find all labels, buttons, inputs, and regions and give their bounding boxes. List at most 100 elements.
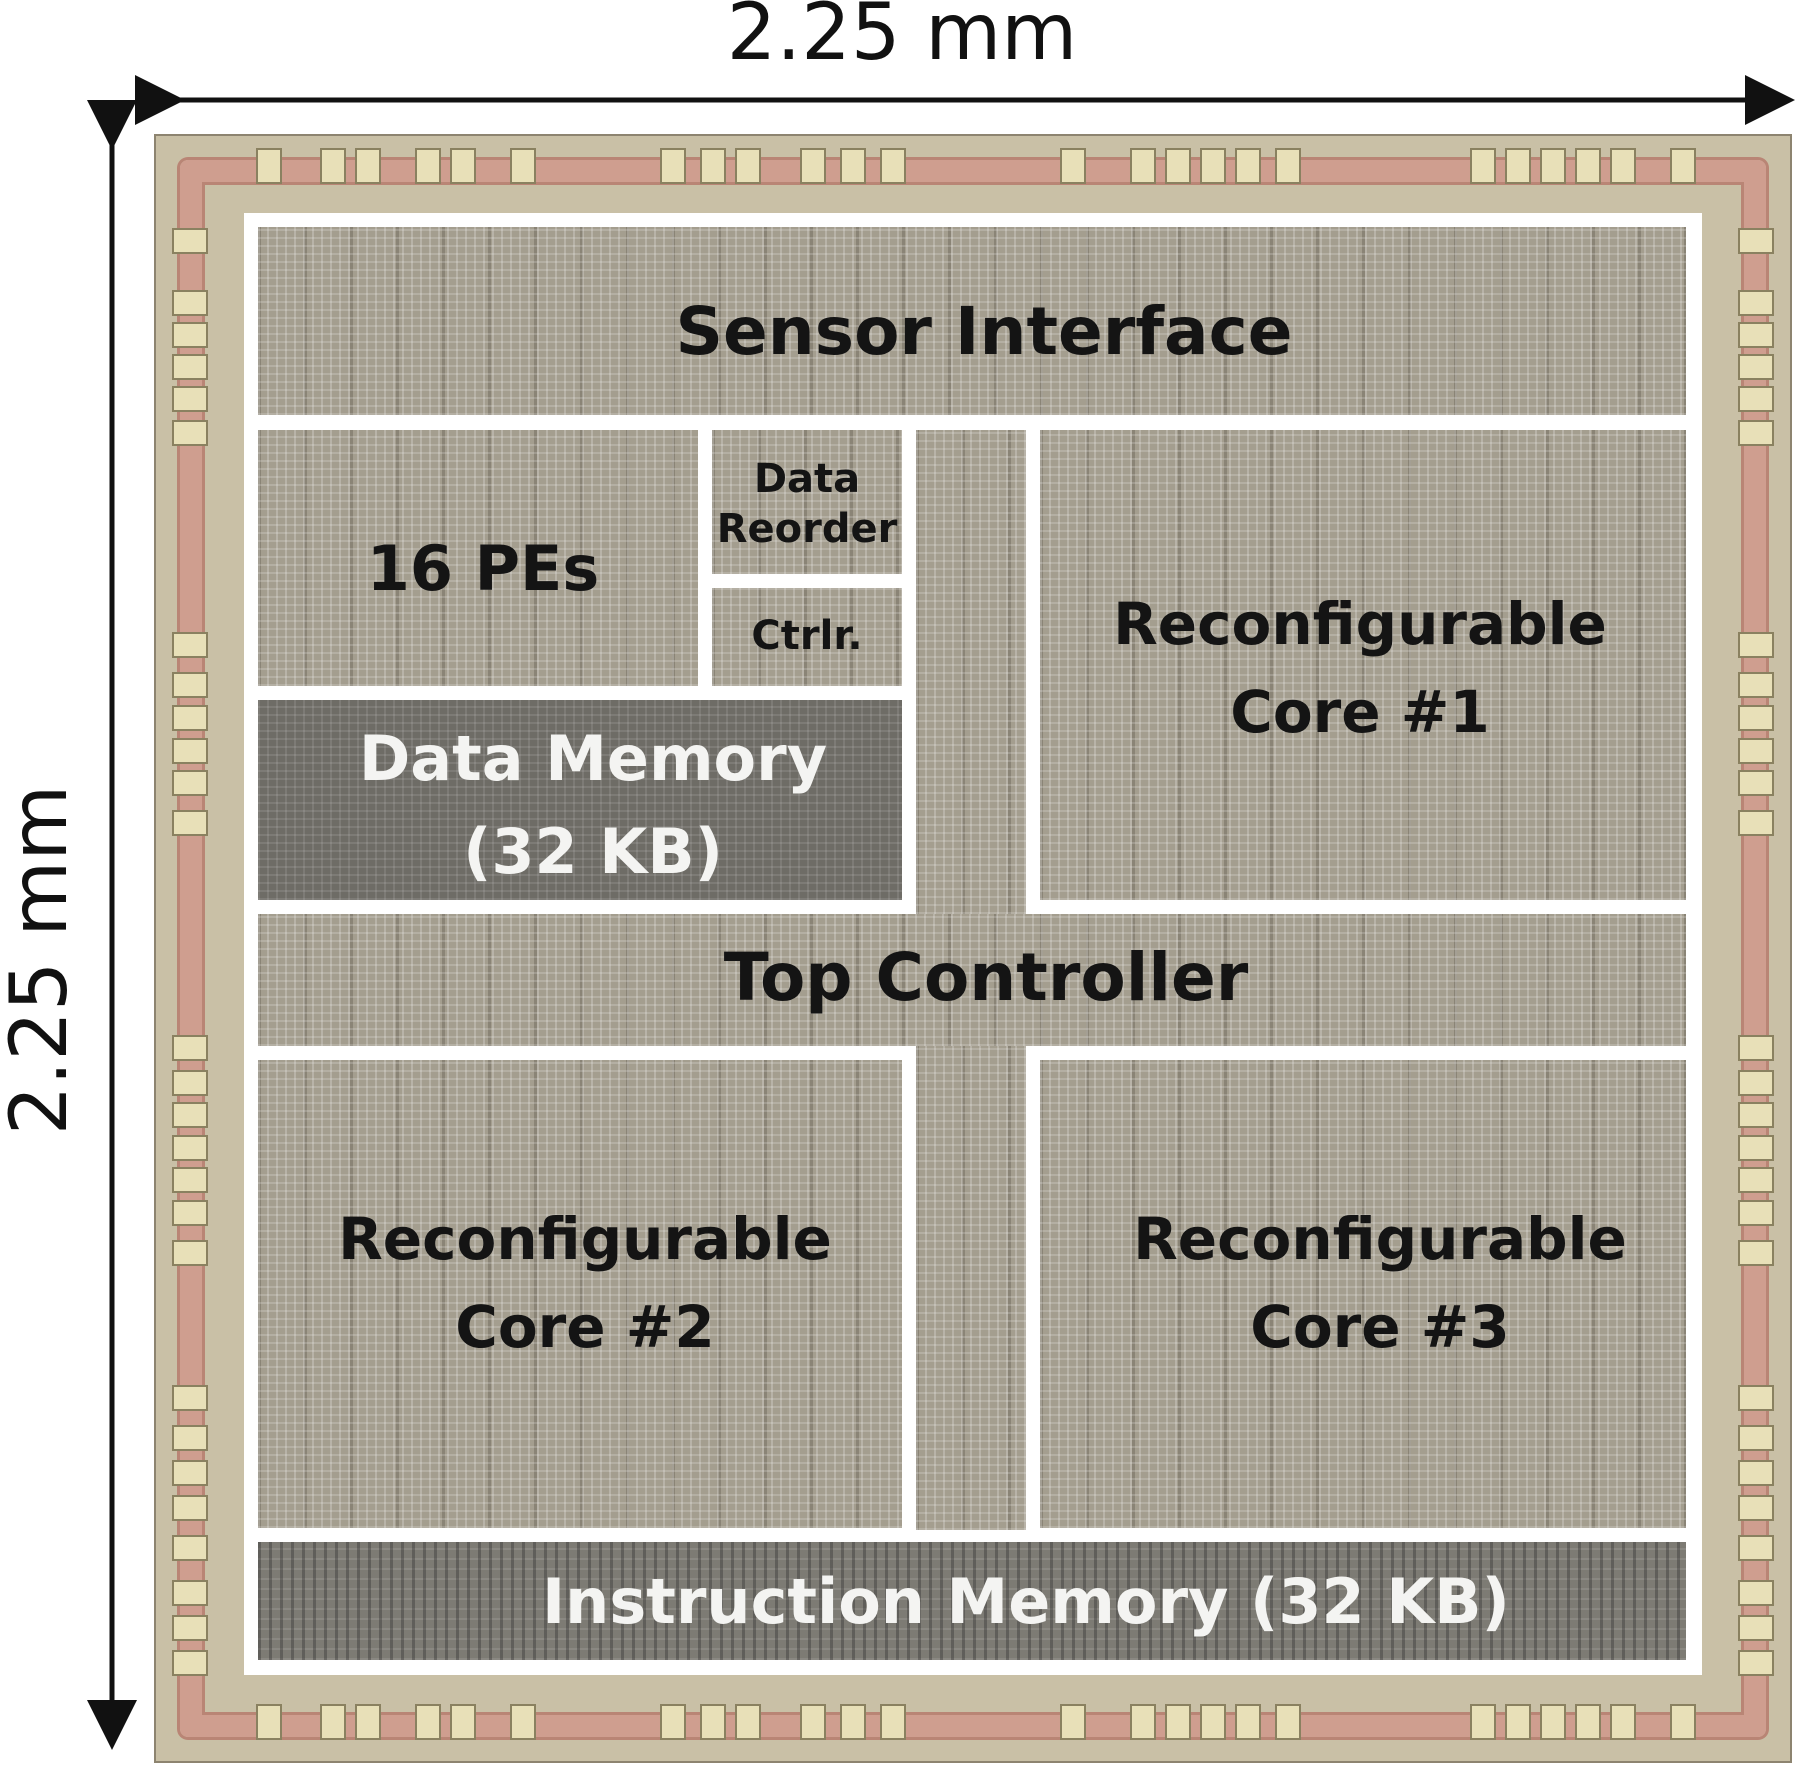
sensor-interface-label: Sensor Interface: [675, 293, 1293, 370]
io-pad: [1738, 1385, 1774, 1411]
io-pad: [510, 1704, 536, 1740]
io-pad: [1738, 810, 1774, 836]
io-pad: [800, 1704, 826, 1740]
io-pad: [1738, 770, 1774, 796]
io-pad: [1505, 148, 1531, 184]
io-pad: [1738, 354, 1774, 380]
io-pad: [1470, 148, 1496, 184]
io-pad: [1738, 672, 1774, 698]
io-pad: [1060, 1704, 1086, 1740]
data-memory-label-line1: Data Memory: [358, 722, 828, 795]
io-pad: [1235, 148, 1261, 184]
pes-block: [258, 430, 698, 686]
io-pad: [172, 810, 208, 836]
io-pad: [1738, 1200, 1774, 1226]
data-reorder-block: [712, 430, 902, 574]
io-pad: [1470, 1704, 1496, 1740]
io-pad: [415, 148, 441, 184]
io-pad: [1738, 1035, 1774, 1061]
core1-block: [1040, 430, 1686, 900]
io-pad: [172, 632, 208, 658]
io-pad: [1505, 1704, 1531, 1740]
data-reorder-label-line2: Reorder: [716, 506, 898, 552]
data-memory-block: [258, 700, 902, 900]
io-pad: [1235, 1704, 1261, 1740]
io-pad: [1738, 1240, 1774, 1266]
core2-block: [258, 1060, 902, 1528]
io-pad: [840, 1704, 866, 1740]
io-pad: [1738, 290, 1774, 316]
io-pad: [1738, 738, 1774, 764]
io-pad: [1575, 1704, 1601, 1740]
io-pad: [1610, 148, 1636, 184]
sensor-interface-block: [258, 227, 1686, 415]
io-pad: [172, 1070, 208, 1096]
io-pad: [172, 1460, 208, 1486]
io-pad: [1540, 1704, 1566, 1740]
io-pad: [700, 148, 726, 184]
io-pad: [172, 1495, 208, 1521]
io-pad: [1275, 1704, 1301, 1740]
width-dimension-label-container: 2.25 mm: [0, 0, 1804, 72]
io-pad: [256, 1704, 282, 1740]
io-pad: [172, 1200, 208, 1226]
core1-label-line2: Core #1: [1230, 678, 1490, 746]
core3-label-line2: Core #3: [1250, 1293, 1510, 1361]
io-pad: [700, 1704, 726, 1740]
io-pad: [1165, 148, 1191, 184]
io-pad: [172, 420, 208, 446]
io-pad: [660, 1704, 686, 1740]
io-pad: [172, 738, 208, 764]
io-pad: [1738, 420, 1774, 446]
io-pad: [172, 1385, 208, 1411]
io-pad: [172, 1167, 208, 1193]
top-controller-label: Top Controller: [723, 939, 1249, 1016]
ctrlr-block: [712, 588, 902, 686]
io-pad: [320, 1704, 346, 1740]
io-pad: [1738, 1495, 1774, 1521]
io-pad: [1738, 322, 1774, 348]
io-pad: [1738, 1102, 1774, 1128]
seal-ring: [180, 160, 1766, 1737]
io-pad: [1165, 1704, 1191, 1740]
io-pad: [172, 354, 208, 380]
io-pad: [320, 148, 346, 184]
height-dimension-label-container: 2.25 mm: [0, 785, 85, 1135]
io-pad: [1738, 1135, 1774, 1161]
io-pad: [172, 1425, 208, 1451]
io-pad: [1670, 1704, 1696, 1740]
io-pad: [660, 148, 686, 184]
io-pad: [172, 1135, 208, 1161]
io-pad: [1738, 632, 1774, 658]
instruction-memory-label: Instruction Memory (32 KB): [542, 1565, 1510, 1638]
io-pad: [1738, 1425, 1774, 1451]
io-pad: [172, 1035, 208, 1061]
io-pad: [172, 1535, 208, 1561]
io-pad: [800, 148, 826, 184]
io-pad: [1738, 1460, 1774, 1486]
data-memory-label-line2: (32 KB): [463, 815, 723, 888]
io-pad: [172, 1102, 208, 1128]
io-pad: [172, 770, 208, 796]
io-pad: [840, 148, 866, 184]
core2-label-line1: Reconfigurable: [338, 1205, 832, 1273]
io-pad: [1130, 148, 1156, 184]
io-pad: [172, 1580, 208, 1606]
io-pad: [172, 1650, 208, 1676]
io-pad: [1738, 1615, 1774, 1641]
io-pad: [735, 1704, 761, 1740]
io-pad: [880, 148, 906, 184]
io-pad: [1738, 1535, 1774, 1561]
core1-label-line1: Reconfigurable: [1113, 590, 1607, 658]
io-pad: [1275, 148, 1301, 184]
io-pad: [450, 1704, 476, 1740]
io-pad: [1738, 1650, 1774, 1676]
io-pad: [1738, 1167, 1774, 1193]
io-pad: [880, 1704, 906, 1740]
io-pad: [1575, 148, 1601, 184]
io-pad: [1200, 1704, 1226, 1740]
io-pad: [1738, 1070, 1774, 1096]
io-pad: [172, 228, 208, 254]
io-pad: [1200, 148, 1226, 184]
io-pad: [256, 148, 282, 184]
